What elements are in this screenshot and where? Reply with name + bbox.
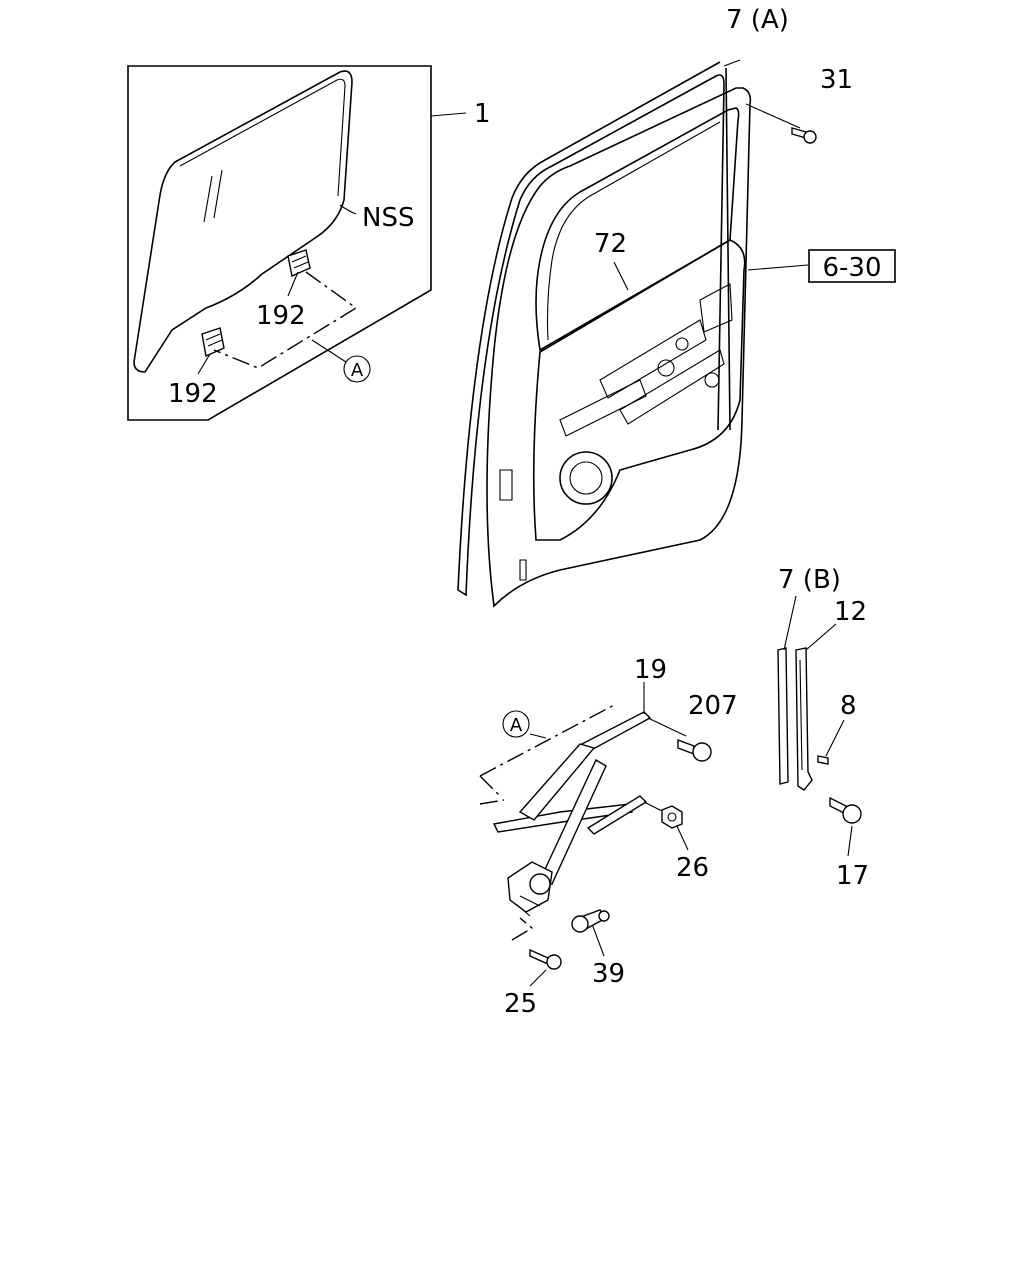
panel-rib xyxy=(559,379,647,437)
leader-7b xyxy=(783,595,797,651)
regulator-gear xyxy=(507,861,553,917)
hinge-slot xyxy=(519,559,527,581)
ref-circle-a-lower xyxy=(502,710,530,738)
screw-8 xyxy=(817,755,829,765)
glass-clip-upper xyxy=(287,249,311,277)
label-clip-upper: 192 xyxy=(256,301,306,331)
leader-7a xyxy=(723,59,741,67)
label-fastener-31: 31 xyxy=(820,65,853,95)
panel-hole xyxy=(675,337,689,351)
hinge-slot xyxy=(499,469,513,501)
label-glass-assembly: 1 xyxy=(474,99,491,129)
panel-bracket xyxy=(699,283,733,333)
inner-panel xyxy=(532,239,746,541)
bolt-207 xyxy=(677,738,712,762)
handle-39 xyxy=(571,909,610,933)
screw-25 xyxy=(529,948,562,970)
glass-reflection xyxy=(213,169,223,219)
leader-192-lower xyxy=(197,353,211,375)
leader-12 xyxy=(805,623,837,651)
nut-26 xyxy=(661,805,683,829)
leader-207 xyxy=(647,717,687,737)
leader-a-upper xyxy=(311,339,347,363)
label-page-ref: 6-30 xyxy=(822,253,881,283)
panel-rib xyxy=(619,349,725,425)
channel-12 xyxy=(795,647,813,791)
regulator-lower-rail xyxy=(492,803,633,833)
label-ref-a-lower: A xyxy=(510,715,523,736)
bolt-17 xyxy=(829,796,862,824)
leader-39 xyxy=(591,923,605,957)
weatherstrip-a-edge xyxy=(725,67,731,431)
reference-line-a-lower xyxy=(479,703,617,805)
label-nut-26: 26 xyxy=(676,853,709,883)
glass-inset xyxy=(127,65,467,421)
leader-nss xyxy=(339,204,357,215)
label-channel-12: 12 xyxy=(834,597,867,627)
door-assembly xyxy=(457,59,896,608)
ref-circle-a-upper xyxy=(343,355,371,383)
weatherstrip-b xyxy=(777,647,789,785)
door-outer-panel xyxy=(486,87,752,608)
label-ref-a-upper: A xyxy=(351,360,364,381)
leader-6-30 xyxy=(747,264,809,271)
door-glass-inner xyxy=(179,78,346,197)
label-bolt-17: 17 xyxy=(836,861,869,891)
leader-26-label xyxy=(675,823,689,851)
leader-25 xyxy=(529,969,547,987)
label-panel-72: 72 xyxy=(594,229,627,259)
glass-clip-lower xyxy=(201,327,225,358)
label-glass-note: NSS xyxy=(362,203,414,233)
regulator-arm xyxy=(586,795,648,835)
inset-frame xyxy=(127,65,432,421)
reference-line-a xyxy=(213,271,358,369)
label-bolt-207: 207 xyxy=(688,691,738,721)
speaker-opening-inner xyxy=(569,461,603,495)
leader-8 xyxy=(825,719,845,757)
speaker-opening xyxy=(559,451,613,505)
leader-17 xyxy=(847,825,853,857)
page-ref-box xyxy=(808,249,896,283)
panel-rib xyxy=(599,319,707,399)
door-glass xyxy=(133,70,353,373)
panel-hole xyxy=(657,359,675,377)
door-window-inner xyxy=(546,121,721,341)
label-weatherstrip-a: 7 (A) xyxy=(726,5,789,35)
leader-a-lower xyxy=(529,733,547,739)
fastener-31 xyxy=(791,127,817,144)
label-handle-39: 39 xyxy=(592,959,625,989)
rear-channel xyxy=(777,595,862,857)
label-regulator-19: 19 xyxy=(634,655,667,685)
callout-labels: 1 NSS 192 192 A 7 (A) 31 72 6-30 7 (B) 1… xyxy=(168,5,882,1019)
glass-reflection xyxy=(203,175,213,223)
weatherstrip-a xyxy=(457,61,725,597)
door-window-frame xyxy=(535,107,740,352)
label-screw-8: 8 xyxy=(840,691,857,721)
leader-25-dash xyxy=(511,917,534,941)
panel-hole xyxy=(704,372,720,388)
label-clip-lower: 192 xyxy=(168,379,218,409)
leader-192-upper xyxy=(287,271,299,297)
window-regulator xyxy=(479,682,712,987)
label-weatherstrip-b: 7 (B) xyxy=(778,565,841,595)
leader-31 xyxy=(745,103,801,129)
label-screw-25: 25 xyxy=(504,989,537,1019)
channel-12-inner xyxy=(799,659,803,771)
leader-72 xyxy=(613,261,629,291)
leader-1 xyxy=(430,112,467,117)
regulator-arm xyxy=(518,743,596,821)
leader-26 xyxy=(643,801,665,813)
